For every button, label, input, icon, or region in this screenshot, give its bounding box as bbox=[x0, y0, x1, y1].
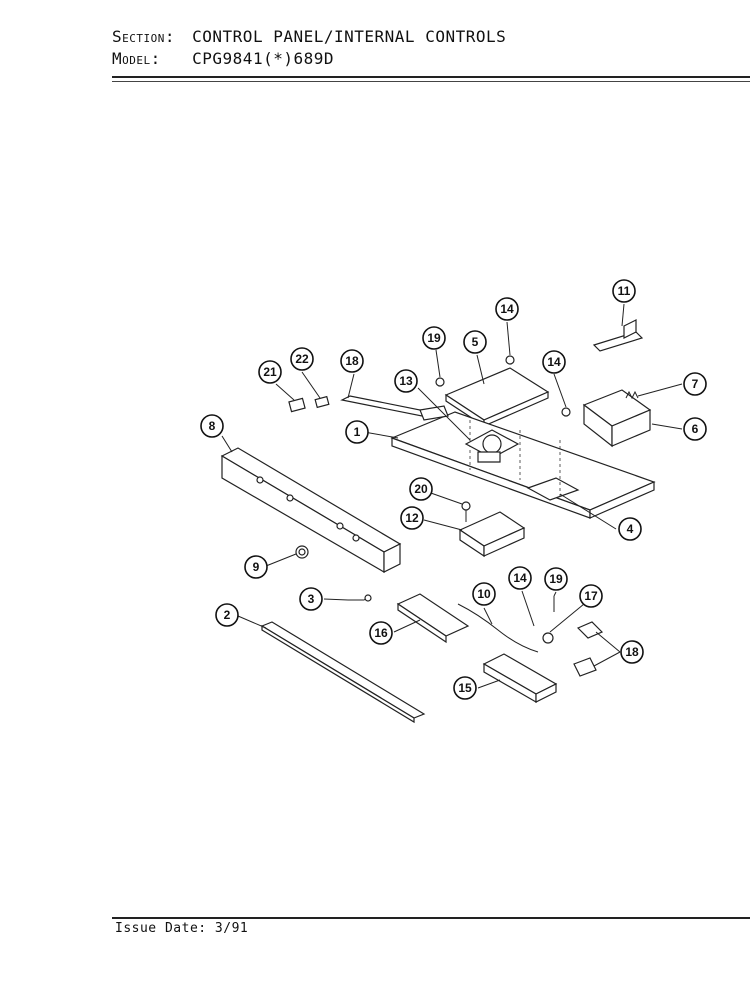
part-10-wire bbox=[457, 603, 539, 653]
callout-3: 3 bbox=[299, 587, 323, 611]
model-line: Model: CPG9841(*)689D bbox=[112, 49, 334, 68]
callout-9: 9 bbox=[244, 555, 268, 579]
part-17-igniter bbox=[542, 632, 554, 644]
svg-text:12: 12 bbox=[405, 511, 419, 525]
callout-7: 7 bbox=[683, 372, 707, 396]
part-7-spring bbox=[625, 390, 639, 400]
svg-text:18: 18 bbox=[625, 645, 639, 659]
svg-text:21: 21 bbox=[263, 365, 277, 379]
svg-text:14: 14 bbox=[513, 571, 527, 585]
section-line: Section: CONTROL PANEL/INTERNAL CONTROLS bbox=[112, 27, 506, 46]
section-key: Section: bbox=[112, 27, 176, 46]
svg-text:19: 19 bbox=[549, 572, 563, 586]
svg-text:5: 5 bbox=[472, 335, 479, 349]
part-23 bbox=[288, 397, 306, 413]
part-14-screw-a bbox=[505, 355, 515, 365]
svg-text:20: 20 bbox=[414, 482, 428, 496]
svg-text:8: 8 bbox=[209, 419, 216, 433]
callout-18: 18 bbox=[620, 640, 644, 664]
callout-24: 22 bbox=[290, 347, 314, 371]
svg-text:4: 4 bbox=[627, 522, 634, 536]
svg-text:17: 17 bbox=[584, 589, 598, 603]
callout-13: 13 bbox=[394, 369, 418, 393]
svg-text:6: 6 bbox=[692, 422, 699, 436]
part-12-bracket bbox=[458, 511, 526, 558]
callout-5: 5 bbox=[463, 330, 487, 354]
part-9-knob bbox=[295, 545, 309, 559]
svg-text:14: 14 bbox=[500, 302, 514, 316]
callout-8: 8 bbox=[200, 414, 224, 438]
part-15-bracket bbox=[482, 653, 558, 704]
callout-14-top: 14 bbox=[495, 297, 519, 321]
part-18-clips bbox=[573, 621, 604, 677]
callout-20: 18 bbox=[340, 349, 364, 373]
part-2-trim-strip bbox=[260, 621, 426, 724]
callout-11: 11 bbox=[612, 279, 636, 303]
callout-19: 19 bbox=[544, 567, 568, 591]
callout-15: 15 bbox=[453, 676, 477, 700]
part-6-box bbox=[582, 389, 652, 448]
model-key: Model: bbox=[112, 49, 161, 68]
svg-text:16: 16 bbox=[374, 626, 388, 640]
svg-text:3: 3 bbox=[308, 592, 315, 606]
part-3-clip bbox=[348, 594, 372, 602]
header-rule-bottom bbox=[112, 81, 750, 82]
header-rule-top bbox=[112, 76, 750, 78]
svg-text:9: 9 bbox=[253, 560, 260, 574]
callout-14-mid: 14 bbox=[542, 350, 566, 374]
part-1-base-plate bbox=[390, 411, 656, 519]
footer-rule bbox=[112, 917, 750, 919]
callout-6: 6 bbox=[683, 417, 707, 441]
svg-text:15: 15 bbox=[458, 681, 472, 695]
svg-text:13: 13 bbox=[399, 374, 413, 388]
section-value: CONTROL PANEL/INTERNAL CONTROLS bbox=[192, 27, 507, 46]
part-8-control-panel bbox=[220, 447, 402, 574]
svg-text:11: 11 bbox=[618, 284, 631, 298]
issue-date: Issue Date: 3/91 bbox=[115, 921, 249, 936]
callout-16: 16 bbox=[369, 621, 393, 645]
part-16-bracket bbox=[396, 593, 470, 644]
part-22-screw bbox=[461, 501, 471, 522]
part-13-switch bbox=[464, 429, 520, 463]
part-24 bbox=[314, 395, 330, 409]
svg-text:14: 14 bbox=[547, 355, 561, 369]
callout-23: 21 bbox=[258, 360, 282, 384]
callout-4: 4 bbox=[618, 517, 642, 541]
callout-21: 19 bbox=[422, 326, 446, 350]
callout-12: 12 bbox=[400, 506, 424, 530]
svg-text:10: 10 bbox=[477, 587, 491, 601]
part-11-bracket bbox=[592, 319, 644, 352]
part-21-screw bbox=[435, 377, 445, 387]
callout-14-low: 14 bbox=[508, 566, 532, 590]
part-20-rod bbox=[340, 395, 449, 421]
svg-text:18: 18 bbox=[345, 354, 359, 368]
svg-text:7: 7 bbox=[692, 377, 699, 391]
svg-text:19: 19 bbox=[427, 331, 441, 345]
svg-text:2: 2 bbox=[224, 608, 231, 622]
model-value: CPG9841(*)689D bbox=[192, 49, 334, 68]
callout-17: 17 bbox=[579, 584, 603, 608]
callout-2: 2 bbox=[215, 603, 239, 627]
part-14-screw-b bbox=[561, 407, 571, 417]
leader-lines bbox=[221, 303, 683, 689]
svg-text:1: 1 bbox=[354, 425, 361, 439]
svg-text:22: 22 bbox=[295, 352, 309, 366]
callout-10: 10 bbox=[472, 582, 496, 606]
callout-22: 20 bbox=[409, 477, 433, 501]
callout-1: 1 bbox=[345, 420, 369, 444]
